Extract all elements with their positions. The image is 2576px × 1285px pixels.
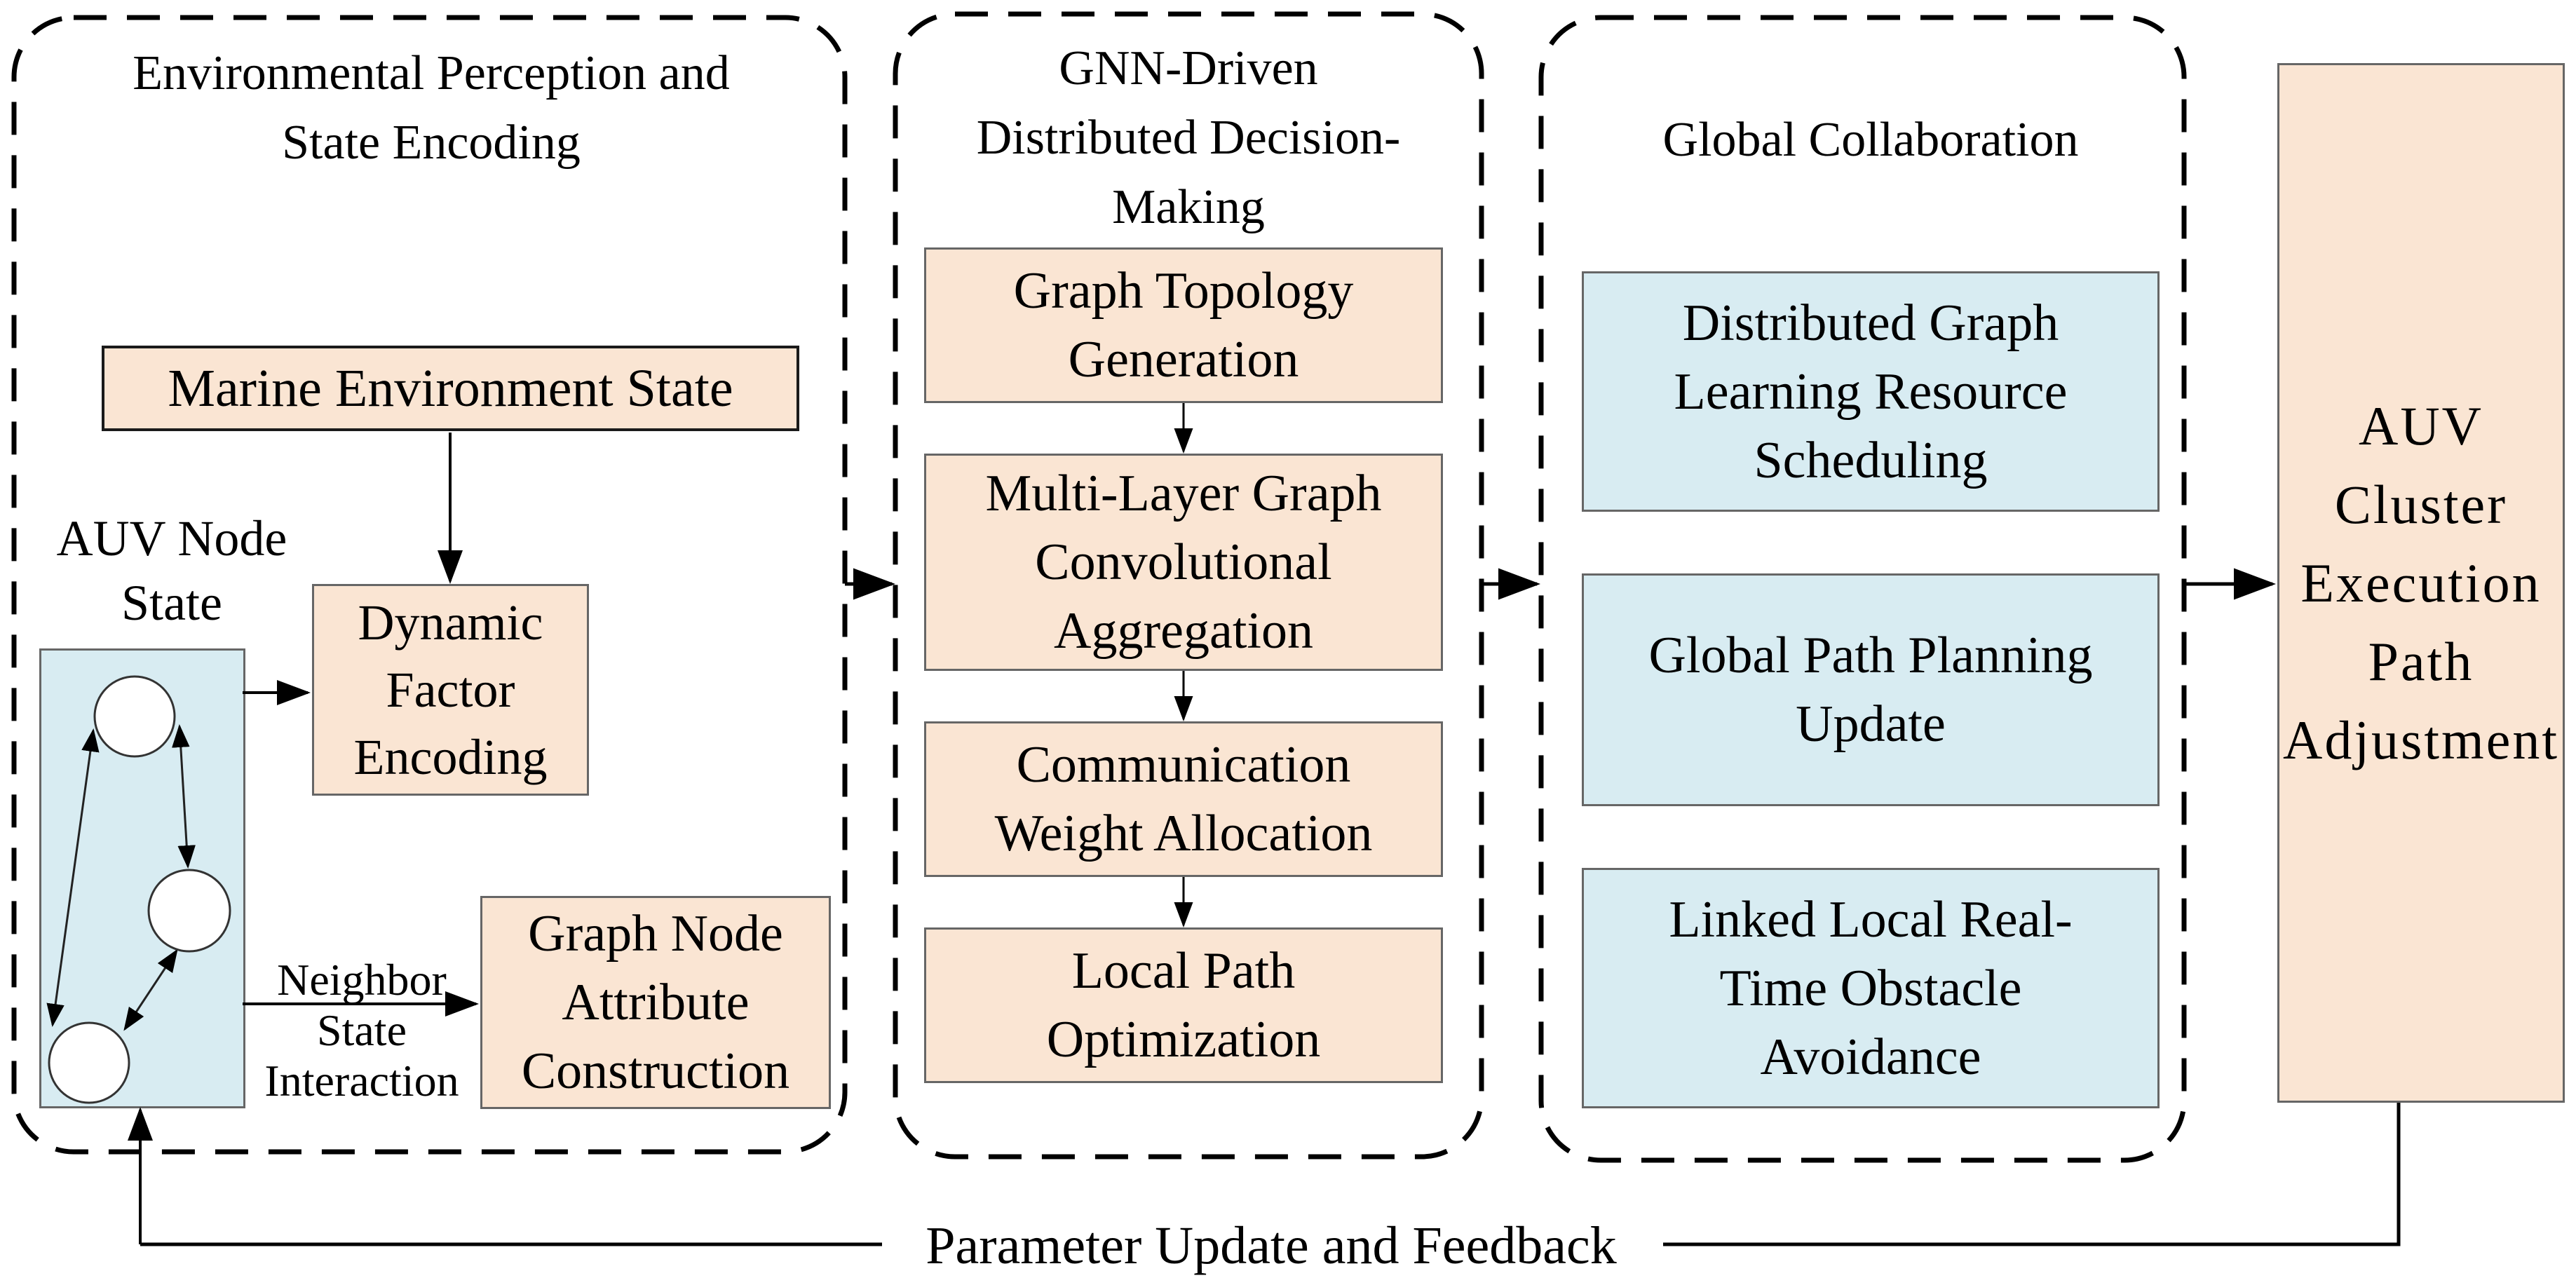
local-path-optimization-box: Local Path Optimization (924, 927, 1443, 1083)
multi-layer-graph-convolutional-aggregation-box: Multi-Layer Graph Convolutional Aggregat… (924, 454, 1443, 671)
auv-node-state-graphic (39, 648, 245, 1108)
linked-local-real-time-obstacle-avoidance-box: Linked Local Real- Time Obstacle Avoidan… (1582, 868, 2160, 1108)
panel-global-title: Global Collaboration (1662, 113, 2079, 167)
panel-gnn-title: GNN-Driven Distributed Decision- Making (976, 41, 1401, 234)
dynamic-factor-encoding-box: Dynamic Factor Encoding (312, 584, 589, 796)
auv-node-state-label: AUV Node State (56, 510, 287, 631)
panel-perception-title: Environmental Perception and State Encod… (133, 46, 730, 170)
graph-node-attribute-construction-box: Graph Node Attribute Construction (480, 896, 831, 1109)
global-path-planning-update-box: Global Path Planning Update (1582, 573, 2160, 806)
graph-topology-generation-box: Graph Topology Generation (924, 247, 1443, 403)
communication-weight-allocation-box: Communication Weight Allocation (924, 721, 1443, 877)
neighbor-state-interaction-label: Neighbor State Interaction (264, 955, 459, 1106)
marine-environment-state-box: Marine Environment State (102, 346, 799, 431)
auv-cluster-execution-path-adjustment-box: AUV Cluster Execution Path Adjustment (2277, 63, 2565, 1103)
parameter-update-feedback-label: Parameter Update and Feedback (926, 1216, 1617, 1275)
distributed-graph-learning-resource-scheduling-box: Distributed Graph Learning Resource Sche… (1582, 271, 2160, 512)
